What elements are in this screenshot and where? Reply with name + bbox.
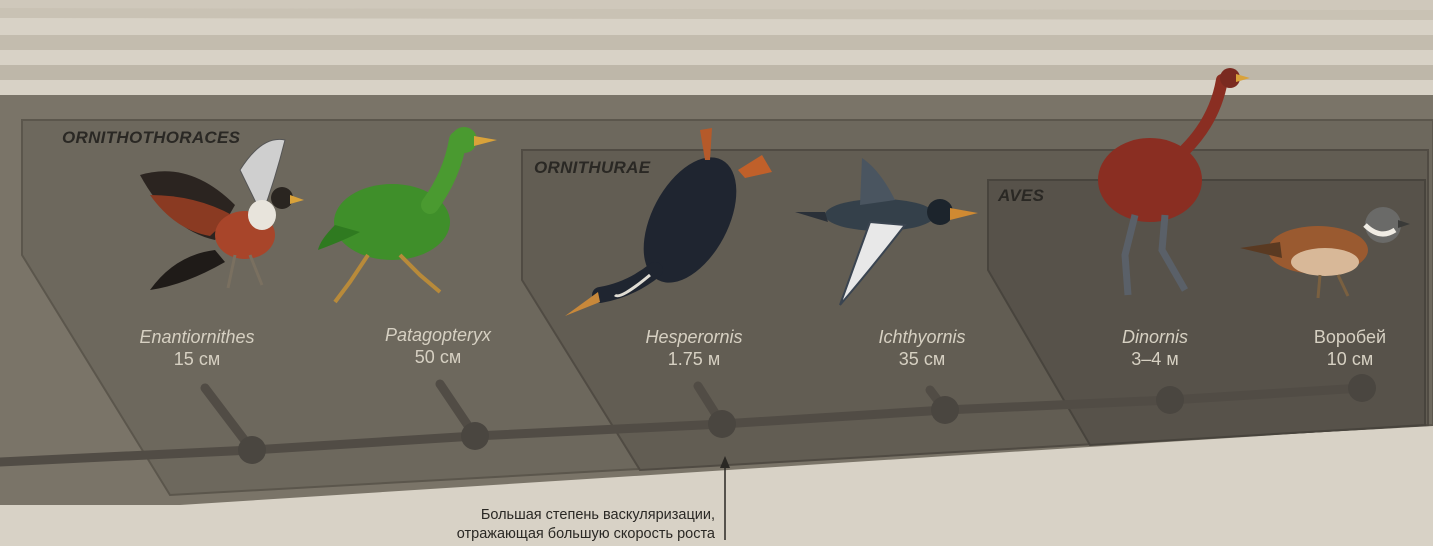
taxon-size: 1.75 м	[604, 348, 784, 370]
background-stripes	[0, 0, 1433, 80]
taxon-name: Ichthyornis	[832, 326, 1012, 348]
taxon-size: 10 см	[1260, 348, 1433, 370]
taxon-label-hesperornis: Hesperornis 1.75 м	[604, 326, 784, 370]
taxon-label-patagopteryx: Patagopteryx 50 см	[348, 324, 528, 368]
node-dinornis	[1156, 386, 1184, 414]
taxon-name: Patagopteryx	[348, 324, 528, 346]
clade-label-ornithurae: ORNITHURAE	[534, 158, 650, 178]
node-sparrow	[1348, 374, 1376, 402]
node-hesperornis	[708, 410, 736, 438]
vascularization-annotation: Большая степень васкуляризации, отражающ…	[295, 506, 715, 544]
clade-label-ornithothoraces: ORNITHOTHORACES	[62, 128, 240, 148]
annotation-line-1: Большая степень васкуляризации,	[295, 506, 715, 525]
taxon-size: 50 см	[348, 346, 528, 368]
taxon-size: 15 см	[107, 348, 287, 370]
taxon-name: Hesperornis	[604, 326, 784, 348]
node-enantiornithes	[238, 436, 266, 464]
node-ichthyornis	[931, 396, 959, 424]
taxon-label-dinornis: Dinornis 3–4 м	[1065, 326, 1245, 370]
clade-label-aves: AVES	[998, 186, 1044, 206]
taxon-label-enantiornithes: Enantiornithes 15 см	[107, 326, 287, 370]
taxon-size: 35 см	[832, 348, 1012, 370]
taxon-size: 3–4 м	[1065, 348, 1245, 370]
taxon-name: Воробей	[1260, 326, 1433, 348]
taxon-name: Enantiornithes	[107, 326, 287, 348]
taxon-label-ichthyornis: Ichthyornis 35 см	[832, 326, 1012, 370]
annotation-line-2: отражающая большую скорость роста	[295, 525, 715, 544]
taxon-name: Dinornis	[1065, 326, 1245, 348]
node-patagopteryx	[461, 422, 489, 450]
taxon-label-sparrow: Воробей 10 см	[1260, 326, 1433, 370]
